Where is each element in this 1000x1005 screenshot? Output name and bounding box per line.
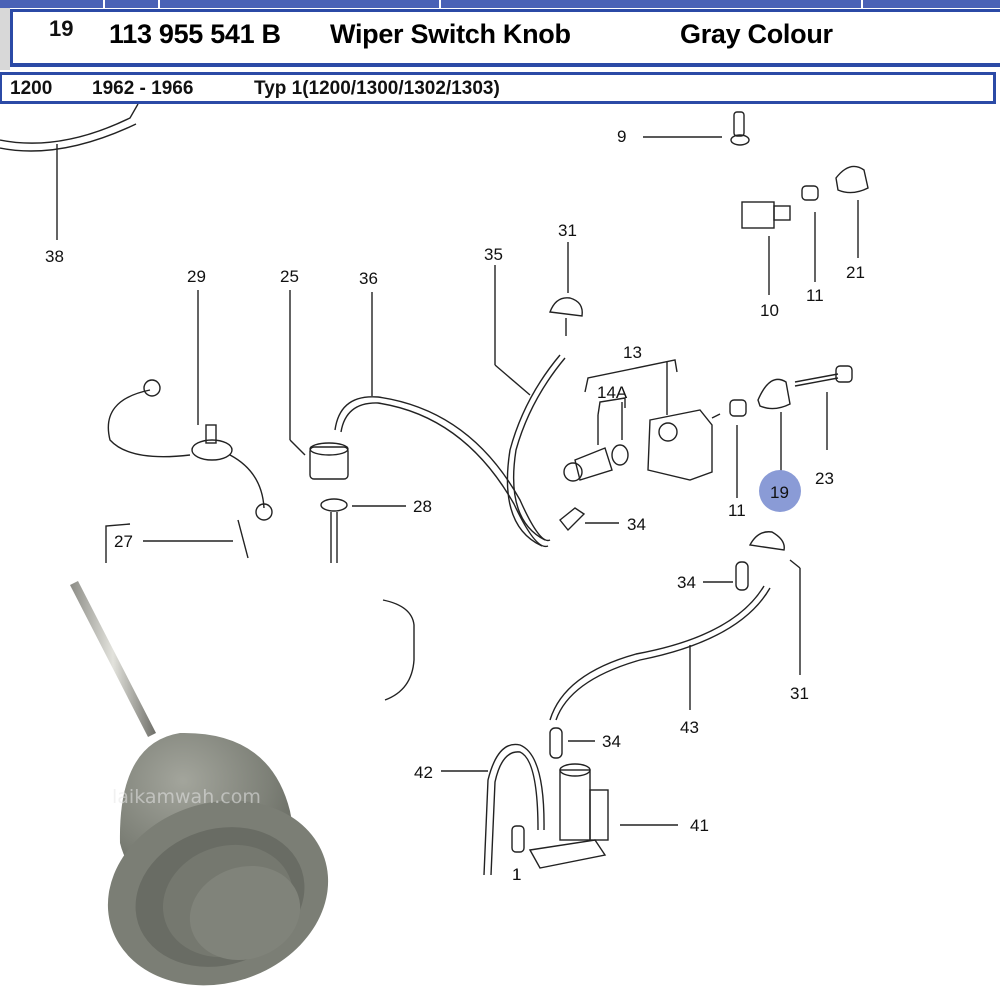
callout-35: 35 [484, 245, 503, 264]
bracket-27 [105, 523, 131, 565]
callout-34a: 34 [627, 515, 646, 534]
callout-29: 29 [187, 267, 206, 286]
part-27-valve [237, 519, 249, 559]
part-11-nut-2 [729, 399, 747, 417]
part-14a-valve [574, 447, 613, 481]
bracket-14a [597, 397, 626, 416]
wiper-knob-photo [70, 581, 329, 986]
part-number: 113 955 541 B [109, 19, 281, 49]
part-23-rod [794, 373, 839, 383]
part-11-nut [801, 185, 819, 201]
exploded-parts-diagram: 9 38 31 35 29 25 36 10 11 21 13 14A 11 1… [0, 104, 869, 884]
model: 1200 [10, 78, 53, 99]
part-14a-washer [611, 444, 629, 466]
part-1-sleeve [511, 825, 525, 853]
callout-21: 21 [846, 263, 865, 282]
bracket-13 [584, 359, 678, 393]
callout-14a: 14A [597, 383, 628, 402]
part-31-nozzle-2 [748, 531, 785, 551]
table-header-strip [0, 0, 1000, 8]
column-divider [158, 0, 160, 8]
callout-27: 27 [114, 532, 133, 551]
callout-31b: 31 [790, 684, 809, 703]
callout-31: 31 [558, 221, 577, 240]
part-9-screw [733, 111, 745, 137]
row-shadow [0, 8, 10, 70]
part-31-nozzle [549, 297, 583, 317]
callout-9: 9 [617, 127, 626, 146]
callout-28: 28 [413, 497, 432, 516]
years: 1962 - 1966 [92, 78, 194, 99]
part-10-switch [741, 201, 775, 229]
callout-13: 13 [623, 343, 642, 362]
application-row: 1200 1962 - 1966 Typ 1(1200/1300/1302/13… [0, 72, 996, 104]
part-colour: Gray Colour [680, 19, 833, 49]
part-29-valve [191, 439, 233, 461]
callout-19: 19 [770, 483, 789, 502]
callout-11: 11 [806, 286, 824, 305]
column-divider [103, 0, 105, 8]
part-outline [382, 599, 415, 701]
column-divider [861, 0, 863, 8]
part-21-knob [835, 165, 869, 194]
part-19-knob [757, 378, 791, 410]
callout-38: 38 [45, 247, 64, 266]
callout-41: 41 [690, 816, 709, 835]
part-row: 19 113 955 541 B Wiper Switch Knob Gray … [10, 9, 1000, 67]
leader-31b [789, 559, 801, 569]
item-number: 19 [49, 16, 74, 41]
part-description: Wiper Switch Knob [330, 19, 571, 49]
callout-34c: 34 [602, 732, 621, 751]
highlight-callout-19 [759, 470, 801, 512]
knob-rod [70, 581, 156, 737]
callout-11b: 11 [728, 501, 746, 520]
vehicle-type: Typ 1(1200/1300/1302/1303) [254, 78, 500, 99]
callout-43: 43 [680, 718, 699, 737]
part-13-switch [647, 409, 713, 481]
part-28-seal [320, 498, 348, 512]
callout-42: 42 [414, 763, 433, 782]
product-photo [0, 563, 365, 1000]
part-29-hose [107, 389, 191, 458]
part-34-sleeve [559, 507, 586, 532]
watermark: laikamwah.com [112, 786, 261, 808]
column-divider [439, 0, 441, 8]
part-34-sleeve-2 [735, 561, 749, 591]
part-38-hose [0, 104, 139, 144]
part-25-cap [309, 446, 349, 480]
callout-23: 23 [815, 469, 834, 488]
callout-10: 10 [760, 301, 779, 320]
part-35-hose [512, 357, 566, 541]
part-36-hose [334, 396, 551, 542]
callout-36: 36 [359, 269, 378, 288]
part-42-hose [483, 743, 545, 876]
part-41-pump [559, 769, 591, 841]
part-43-hose [555, 587, 771, 721]
callout-25: 25 [280, 267, 299, 286]
part-34-sleeve-3 [549, 727, 563, 759]
callout-34b: 34 [677, 573, 696, 592]
callout-1: 1 [512, 865, 521, 884]
